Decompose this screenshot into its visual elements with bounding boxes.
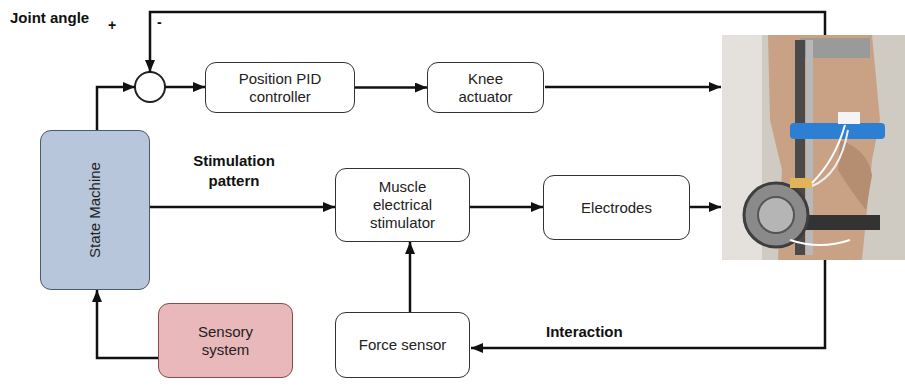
node-label: Sensory system bbox=[181, 323, 271, 359]
sensory-box: Sensory system bbox=[158, 303, 293, 378]
node-label: Knee actuator bbox=[441, 70, 531, 106]
node-label: Force sensor bbox=[359, 336, 447, 354]
flow-arrow bbox=[409, 242, 412, 312]
flow-arrow bbox=[470, 206, 543, 209]
flow-arrow bbox=[355, 86, 427, 89]
knee-photo bbox=[722, 35, 905, 260]
node-label: Muscle electrical stimulator bbox=[353, 178, 453, 232]
actuator-box: Knee actuator bbox=[427, 62, 544, 113]
electrode-line bbox=[690, 206, 721, 209]
state-machine-box: State Machine bbox=[40, 130, 150, 290]
sign-symbol: + bbox=[108, 17, 116, 33]
node-label: State Machine bbox=[86, 162, 104, 258]
flow-arrow bbox=[150, 206, 335, 209]
sign-symbol: - bbox=[157, 14, 162, 30]
controller-box: Position PID controller bbox=[205, 62, 355, 113]
reference-line bbox=[97, 87, 135, 130]
signal-name: Joint angle bbox=[10, 9, 89, 26]
error-line bbox=[165, 86, 205, 89]
interaction-line bbox=[471, 260, 825, 348]
edge-label: Stimulation pattern bbox=[176, 151, 292, 191]
electrodes-box: Electrodes bbox=[543, 175, 690, 240]
sensor-box: Force sensor bbox=[335, 312, 470, 378]
summing-junction bbox=[135, 72, 165, 102]
actuator-line bbox=[545, 86, 721, 89]
signal-name: Interaction bbox=[546, 323, 623, 340]
node-label: Electrodes bbox=[581, 199, 652, 217]
node-label: Position PID controller bbox=[220, 70, 340, 106]
flow-arrow bbox=[97, 290, 158, 358]
stimulator-box: Muscle electrical stimulator bbox=[335, 168, 470, 242]
